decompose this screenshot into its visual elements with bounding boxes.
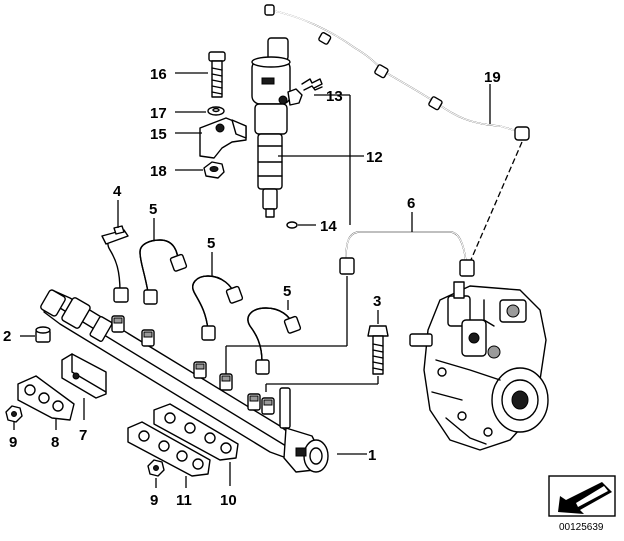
injector-bolt: [208, 51, 226, 98]
clip-strip-8: [17, 375, 75, 421]
injection-line-5b: [192, 275, 244, 341]
callout-4: 4: [113, 183, 122, 200]
direction-arrow-icon: [548, 475, 616, 517]
rail-bolt: [367, 325, 389, 375]
injection-line-4: [101, 225, 129, 303]
callout-17: 17: [150, 105, 167, 122]
sealing-plug: [35, 326, 51, 343]
callout-14: 14: [320, 218, 337, 235]
seal-ring: [286, 221, 298, 229]
callout-13: 13: [326, 88, 343, 105]
injector-nut: [203, 161, 225, 179]
fuel-rail: [40, 289, 379, 473]
callout-19: 19: [484, 69, 501, 86]
callout-5a: 5: [149, 201, 157, 218]
callout-8: 8: [51, 434, 59, 451]
callout-12: 12: [366, 149, 383, 166]
callout-2: 2: [3, 328, 11, 345]
high-pressure-pipe: [225, 231, 475, 382]
callout-15: 15: [150, 126, 167, 143]
bolt-washer: [207, 106, 225, 116]
callout-16: 16: [150, 66, 167, 83]
injector: [251, 37, 303, 218]
callout-10: 10: [220, 492, 237, 509]
callout-6: 6: [407, 195, 415, 212]
callout-5b: 5: [207, 235, 215, 252]
nut-9a: [5, 405, 23, 423]
clip-strip-11: [127, 421, 211, 477]
callout-3: 3: [373, 293, 381, 310]
rail-bracket: [61, 353, 107, 399]
callout-5c: 5: [283, 283, 291, 300]
clip-strip-10: [153, 403, 239, 461]
callout-18: 18: [150, 163, 167, 180]
injection-line-5a: [139, 239, 188, 305]
callout-9b: 9: [150, 492, 158, 509]
callout-1: 1: [368, 447, 376, 464]
leak-off-hose: [264, 4, 530, 263]
clamping-claw: [199, 117, 247, 159]
nut-9b: [147, 459, 165, 477]
callout-group: 1 2 3 4 5 5 5 6 7 8 9 9 10 11 12 13 14 1…: [3, 66, 501, 509]
high-pressure-pump: [409, 281, 549, 451]
document-number: 00125639: [559, 522, 604, 533]
callout-9a: 9: [9, 434, 17, 451]
callout-7: 7: [79, 427, 87, 444]
retaining-clip: [301, 78, 323, 91]
injection-line-5c: [247, 307, 302, 375]
callout-11: 11: [176, 492, 192, 509]
